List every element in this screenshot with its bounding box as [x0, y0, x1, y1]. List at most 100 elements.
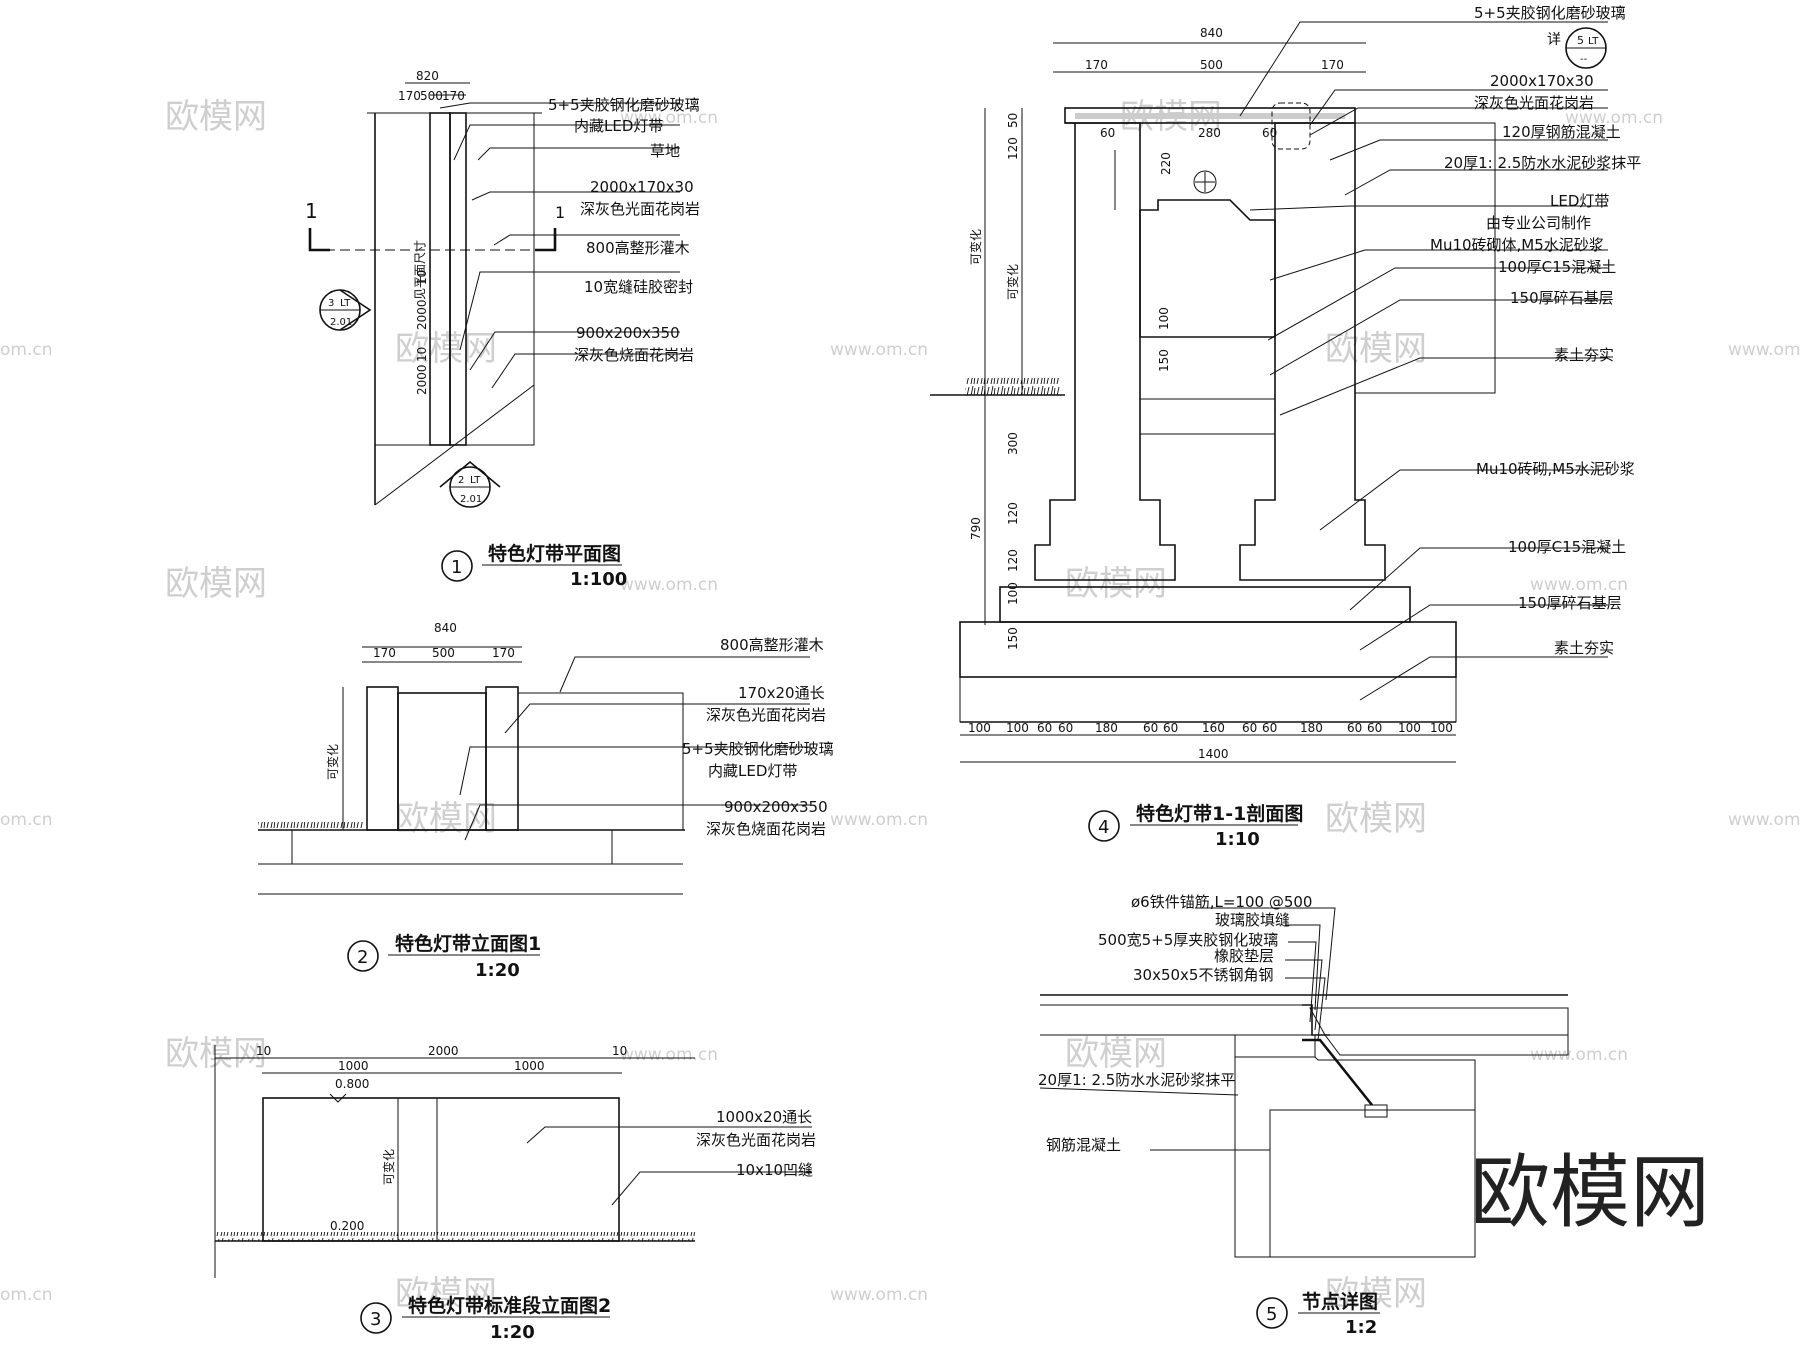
- label-led: LED灯带: [1550, 192, 1609, 210]
- dim-100b: 100: [1006, 582, 1020, 605]
- label-rc-120: 120厚钢筋混凝土: [1502, 123, 1621, 141]
- label-brick: Mu10砖砌体,M5水泥砂浆: [1430, 236, 1604, 254]
- drawing-2-number: 2: [357, 947, 368, 968]
- dim-10b: 10: [415, 347, 429, 362]
- bdim-10: 60: [1262, 721, 1277, 735]
- label-brick-b: Mu10砖砌,M5水泥砂浆: [1476, 460, 1635, 478]
- dim-plan-size: 见平面尺寸: [413, 240, 427, 300]
- label-glass: 5+5夹胶钢化磨砂玻璃: [682, 740, 834, 758]
- dim-1400: 1400: [1198, 747, 1229, 761]
- label-gravel: 150厚碎石基层: [1510, 289, 1614, 307]
- watermark-logo: 欧模网: [1325, 1274, 1427, 1314]
- drawing-1-plan: 820 170 500 170 见平面尺寸 10 2000 10 2000 1 …: [305, 69, 700, 590]
- watermark-site: om.cn: [0, 1285, 53, 1305]
- detail-ref-sheet: --: [1580, 54, 1588, 65]
- label-sealant: 10宽缝硅胶密封: [584, 278, 693, 296]
- detail-ref-code: LT: [1588, 36, 1599, 47]
- label-angle: 30x50x5不锈钢角钢: [1133, 966, 1273, 984]
- label-granite: 深灰色光面花岗岩: [696, 1131, 816, 1149]
- label-size-900: 900x200x350: [724, 798, 828, 816]
- dim-var-a: 可变化: [968, 229, 983, 265]
- glass-led-strip: [449, 112, 467, 446]
- drawing-3-scale: 1:20: [490, 1322, 535, 1343]
- ref-symbol-a: 3 LT 2.01: [319, 289, 372, 331]
- dim-500: 500: [432, 646, 455, 660]
- label-mortar: 20厚1: 2.5防水水泥砂浆抹平: [1444, 154, 1641, 172]
- label-soil-b: 素土夯实: [1554, 639, 1614, 657]
- watermark-site: om.cn: [0, 810, 53, 830]
- drawing-4-number: 4: [1098, 817, 1109, 838]
- label-led: 内藏LED灯带: [574, 117, 663, 135]
- watermark-logo: 欧模网: [165, 97, 267, 137]
- bdim-11: 180: [1300, 721, 1323, 735]
- detail-ref: 详 5 LT --: [1547, 27, 1607, 69]
- label-rubber: 橡胶垫层: [1214, 947, 1274, 965]
- label-mortar: 20厚1: 2.5防水水泥砂浆抹平: [1038, 1071, 1235, 1089]
- detail-ref-num: 5: [1577, 34, 1584, 47]
- detail-ref-prefix: 详: [1547, 32, 1561, 48]
- watermark-site: www.om.cn: [1565, 108, 1663, 128]
- bdim-15: 100: [1430, 721, 1453, 735]
- dim-820: 820: [416, 69, 439, 83]
- dim-220: 220: [1159, 152, 1173, 175]
- label-specialist: 由专业公司制作: [1486, 214, 1591, 232]
- watermark-logo: 欧模网: [395, 1274, 497, 1314]
- watermark-site: www.om.cn: [1728, 810, 1800, 830]
- watermark-logo: 欧模网: [395, 329, 497, 369]
- label-grass: 草地: [650, 142, 680, 160]
- dim-170b: 170: [442, 89, 465, 103]
- drawing-1-number: 1: [451, 557, 462, 578]
- label-c15: 100厚C15混凝土: [1498, 258, 1616, 276]
- watermark-site: www.om.cn: [1530, 575, 1628, 595]
- label-shrub: 800高整形灌木: [586, 239, 690, 257]
- dim-variable: 可变化: [325, 744, 340, 780]
- dim-840: 840: [434, 621, 457, 635]
- bdim-9: 60: [1242, 721, 1257, 735]
- label-size-2000: 2000x170x30: [590, 178, 694, 196]
- label-170x20: 170x20通长: [738, 684, 825, 702]
- label-anchor: ø6铁件锚筋,L=100 @500: [1131, 893, 1312, 911]
- dim-1000a: 1000: [338, 1059, 369, 1073]
- ref-b-code: LT: [470, 475, 481, 486]
- dim-170b: 170: [1321, 58, 1344, 72]
- ref-symbol-b: 2 LT 2.01: [439, 460, 501, 508]
- bdim-6: 60: [1143, 721, 1158, 735]
- ref-b-num: 2: [458, 475, 464, 486]
- label-glass: 500宽5+5厚夹胶钢化玻璃: [1098, 931, 1278, 949]
- ref-b-sheet: 2.01: [460, 494, 482, 505]
- dim-2000b: 2000: [415, 364, 429, 395]
- label-c15-b: 100厚C15混凝土: [1508, 538, 1626, 556]
- drawing-3-elevation: 10 2000 10 1000 1000 可变化 0.800 0.200 100…: [214, 1044, 816, 1343]
- ref-a-code: LT: [340, 298, 351, 309]
- level-0200: 0.200: [330, 1219, 364, 1233]
- ref-a-num: 3: [328, 298, 334, 309]
- bdim-5: 180: [1095, 721, 1118, 735]
- watermark-logo: 欧模网: [1065, 1034, 1167, 1074]
- drawing-4-scale: 1:10: [1215, 829, 1260, 850]
- inner-dim-280: 280: [1198, 126, 1221, 140]
- dim-170a: 170: [373, 646, 396, 660]
- label-rc: 钢筋混凝土: [1046, 1136, 1121, 1154]
- dim-120b: 120: [1006, 549, 1020, 572]
- watermark-site: www.om.cn: [1728, 340, 1800, 360]
- label-size-2000: 2000x170x30: [1490, 72, 1594, 90]
- dim-2000: 2000: [428, 1044, 459, 1058]
- drawing-5-number: 5: [1266, 1304, 1277, 1325]
- inner-dim-60a: 60: [1100, 126, 1115, 140]
- granite-cap: [429, 112, 451, 446]
- label-shrub: 800高整形灌木: [720, 636, 824, 654]
- watermark-logo: 欧模网: [165, 564, 267, 604]
- watermark-site: www.om.cn: [620, 108, 718, 128]
- watermark-site: www.om.cn: [1530, 1045, 1628, 1065]
- dim-300: 300: [1006, 432, 1020, 455]
- dim-var-b: 可变化: [1005, 264, 1020, 300]
- drawing-1-scale: 1:100: [570, 569, 627, 590]
- label-1000x20: 1000x20通长: [716, 1108, 812, 1126]
- bdim-13: 60: [1367, 721, 1382, 735]
- drawing-5-title: 节点详图: [1302, 1290, 1378, 1313]
- dim-170a: 170: [1085, 58, 1108, 72]
- label-granite: 深灰色光面花岗岩: [1474, 94, 1594, 112]
- label-led: 内藏LED灯带: [708, 762, 797, 780]
- ref-a-sheet: 2.01: [330, 317, 352, 328]
- drawing-4-title: 特色灯带1-1剖面图: [1136, 802, 1303, 825]
